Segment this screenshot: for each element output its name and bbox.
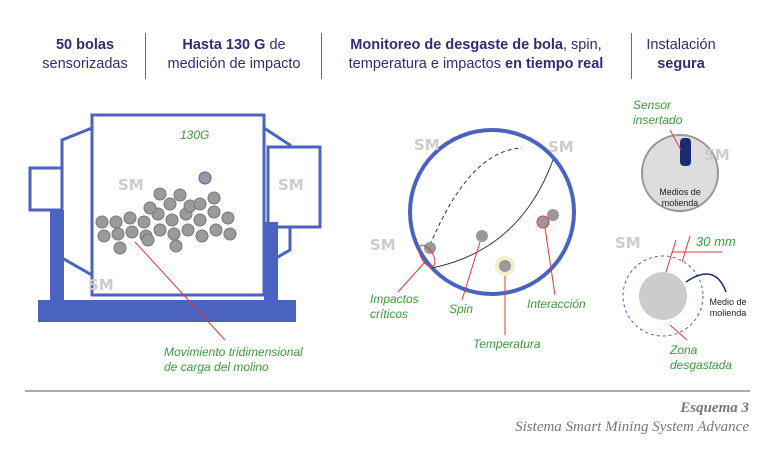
ball [141,233,155,247]
ball [153,187,167,201]
ball-2: molienda [661,198,699,208]
h3-rest2: temperatura e impactos [348,56,506,72]
mill-leg [50,210,64,300]
ball [173,188,187,202]
impactos-1: Impactos [370,292,419,306]
ball [137,215,151,229]
ball [195,229,209,243]
h2-bold: Hasta 130 G [182,37,266,53]
h1-bold: 50 bolas [55,37,115,53]
label-interaccion: Interacción [527,297,586,311]
ball [181,223,195,237]
ball [209,223,223,237]
ball [223,227,237,241]
watermarks: SM SM SM SM SM SM SM SM [88,136,730,294]
sm-watermark: SM [548,138,574,156]
trajectory-circle [408,128,576,296]
sm-watermark: SM [88,276,114,294]
pointer-line [134,241,226,341]
mill-base [38,300,296,322]
ball [123,211,137,225]
ball [169,239,183,253]
header-col-4: Instalación segura [636,36,726,74]
medio-1: Medio de [709,297,747,307]
spin-ball [476,230,488,242]
sm-watermark: SM [615,234,641,252]
interaction-ball [547,209,559,221]
caption-title: Esquema 3 [680,400,749,416]
ball [125,225,139,239]
divider-rule [25,390,750,392]
pointer-arrow [685,273,727,293]
grinding-balls [95,187,237,255]
label-spin: Spin [449,302,474,316]
ball [111,227,125,241]
ball [193,197,207,211]
caption-subtitle: Sistema Smart Mining System Advance [515,419,749,435]
ball [193,213,207,227]
sensor-ball [198,171,212,185]
ball [95,215,109,229]
sm-watermark: SM [118,176,144,194]
h4-bold: segura [657,56,705,72]
h3-bold2: en tiempo real [505,56,604,72]
dimension-label: 30 mm [696,234,736,249]
trajectory-curve [431,159,554,269]
divider [321,33,322,79]
ball [207,191,221,205]
sm-watermark: SM [278,176,304,194]
sm-watermark: SM [370,236,396,254]
zona-1: Zona [670,343,698,357]
sm-watermark: SM [704,146,730,164]
divider [145,33,146,79]
ball [143,201,157,215]
sensor-icon [680,138,691,166]
ball [221,211,235,225]
h3-bold1: Monitoreo de desgaste de bola [350,37,563,53]
medio-2: molienda [709,308,747,318]
h2-rest2: medición de impacto [167,56,301,72]
dashed-trajectory [429,147,523,246]
ball [153,223,167,237]
ball [165,213,179,227]
sensor-1: Sensor [633,98,672,112]
mill-leg [264,222,278,300]
impactos-2: críticos [370,307,409,321]
mill-caption-2: de carga del molino [164,360,269,374]
ball [97,229,111,243]
sm-watermark: SM [414,136,440,154]
ball-1: Medios de [659,187,701,197]
h2-rest1: de [265,37,286,53]
grinding-media-ball [641,134,719,212]
sensor-2: insertado [633,113,683,127]
h4-rest: Instalación [646,37,716,53]
ball [207,205,221,219]
worn-zone [622,255,704,337]
header-col-1: 50 bolas sensorizadas [30,36,140,74]
divider [631,33,632,79]
h3-rest1: , spin, [563,37,602,53]
worn-ball [639,272,687,320]
mill-caption-1: Movimiento tridimensional [164,345,303,359]
header-col-3: Monitoreo de desgaste de bola, spin, temp… [326,36,626,74]
g-label: 130G [180,128,210,142]
h1-rest: sensorizadas [42,56,128,72]
mill-drawing [28,113,322,297]
ball [163,197,177,211]
ball [109,215,123,229]
header-col-2: Hasta 130 G de medición de impacto [150,36,318,74]
ball [167,227,181,241]
ball [113,241,127,255]
zona-2: desgastada [670,358,733,372]
impact-ball [424,242,436,254]
label-temperatura: Temperatura [473,337,541,351]
